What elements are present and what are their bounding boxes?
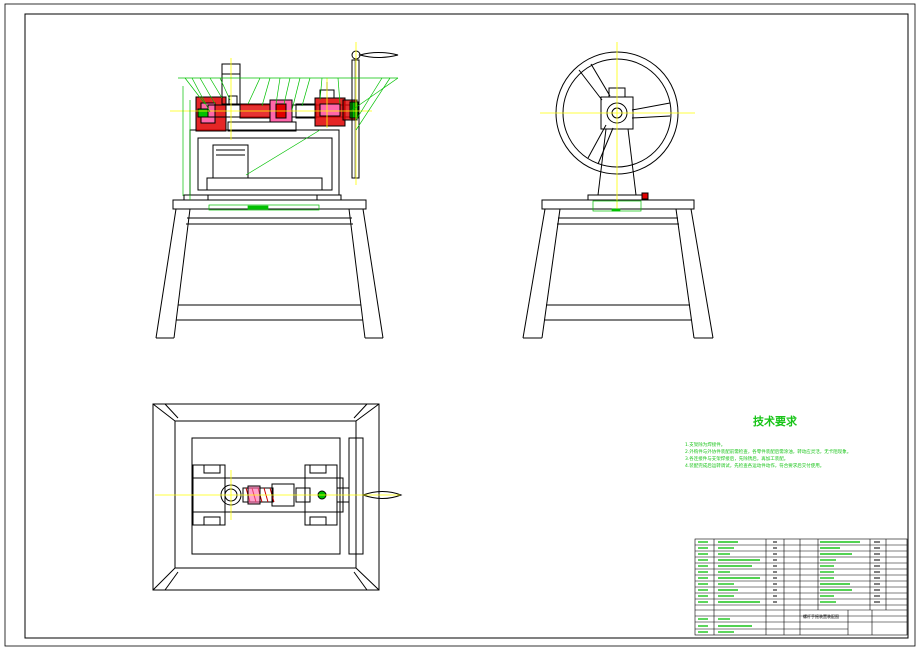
front-shaft-assembly: [195, 50, 399, 179]
front-centerlines: [170, 42, 372, 185]
drawing-name: 螺杆手摇装置装配图: [803, 614, 839, 619]
top-frame: [152, 403, 380, 591]
front-leader-lines: [178, 77, 399, 211]
side-view: [522, 42, 714, 339]
sheet-border-inner: [24, 13, 909, 639]
sheet-border-outer: [4, 3, 916, 647]
top-centerlines: [155, 470, 400, 520]
top-shaft-assembly: [192, 437, 403, 555]
parts-list-rows: [695, 544, 907, 630]
front-stand: [155, 199, 384, 339]
technical-note: 1.支架除为焊接件。: [685, 443, 726, 448]
technical-note: 4.装配完成后运转调试，先检查各运动件动作，符合要求后交付使用。: [685, 464, 825, 469]
parts-list-qty-marks: [773, 541, 880, 603]
top-view: [152, 403, 403, 591]
technical-requirements-title: 技术要求: [753, 415, 797, 428]
side-stand: [522, 199, 714, 339]
title-block: [694, 538, 908, 636]
technical-note: 3.各连接件与支架焊接后，先除锈后，再加工装配。: [685, 457, 789, 462]
parts-list-entries: [698, 541, 860, 633]
technical-requirements-notes: 1.支架除为焊接件。 2.外购件与外协件装配前需检查，各零件装配后需涂油，转动应…: [685, 442, 910, 470]
side-centerlines: [540, 42, 695, 210]
front-view: [155, 42, 399, 339]
side-leader-lines: [592, 200, 642, 212]
front-frame: [183, 121, 342, 201]
technical-note: 2.外购件与外协件装配前需检查，各零件装配后需涂油，转动应灵活，无卡阻现象。: [685, 450, 852, 455]
